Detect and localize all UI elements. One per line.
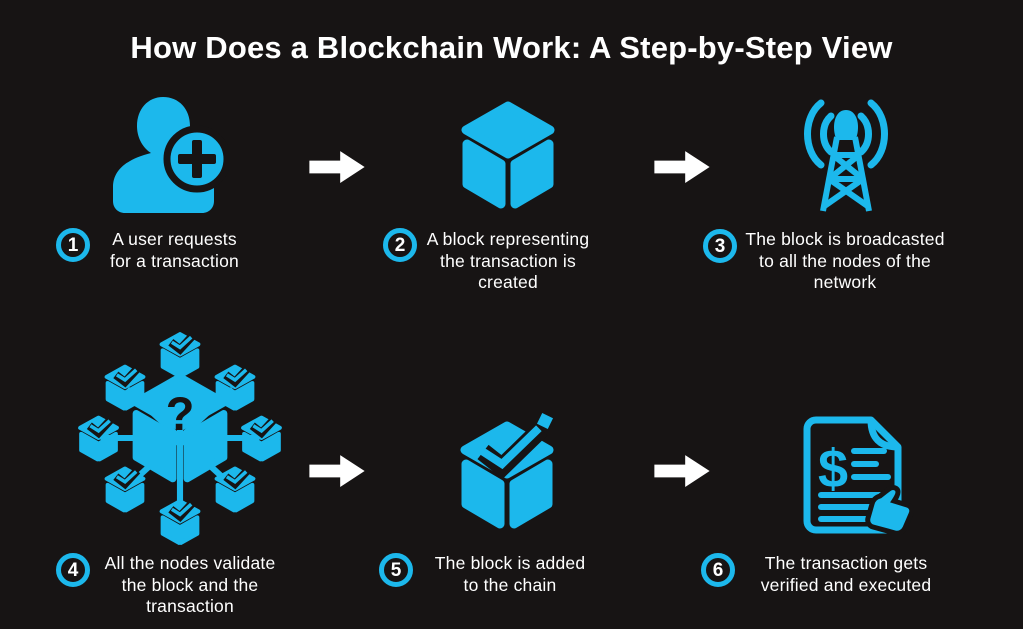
step-number-badge: 2 <box>383 228 417 262</box>
arrow-right-icon <box>654 455 710 487</box>
transaction-receipt-icon: $ <box>803 416 914 535</box>
user-add-icon <box>113 97 229 213</box>
arrow-right-icon <box>309 455 365 487</box>
step-number-badge: 6 <box>701 553 735 587</box>
dollar-sign-glyph: $ <box>818 439 848 499</box>
arrow-right-icon <box>654 151 710 183</box>
arrow-right-icon <box>309 151 365 183</box>
step-number-badge: 4 <box>56 553 90 587</box>
step-label: A block representing the transaction is … <box>426 229 590 293</box>
step-label: All the nodes validate the block and the… <box>104 553 276 617</box>
thumb-up-shape <box>865 485 914 535</box>
step-label: The block is broadcasted to all the node… <box>745 229 945 293</box>
step-number-badge: 1 <box>56 228 90 262</box>
step-label: A user requests for a transaction <box>110 229 239 271</box>
step-number: 3 <box>714 235 726 257</box>
question-mark-glyph: ? <box>166 388 195 440</box>
block-cube-icon <box>461 101 555 209</box>
step-number: 1 <box>67 234 79 256</box>
step-label: The transaction gets verified and execut… <box>760 553 932 595</box>
step-number: 5 <box>390 559 402 581</box>
nodes-validation-network-icon: ? <box>70 328 290 548</box>
step-number: 2 <box>394 234 406 256</box>
broadcast-tower-icon <box>804 99 888 212</box>
step-number-badge: 5 <box>379 553 413 587</box>
step-label: The block is added to the chain <box>434 553 586 595</box>
page-title: How Does a Blockchain Work: A Step-by-St… <box>130 30 893 65</box>
verified-cube-icon <box>460 412 554 529</box>
step-number-badge: 3 <box>703 229 737 263</box>
step-number: 6 <box>712 559 724 581</box>
step-number: 4 <box>67 559 79 581</box>
